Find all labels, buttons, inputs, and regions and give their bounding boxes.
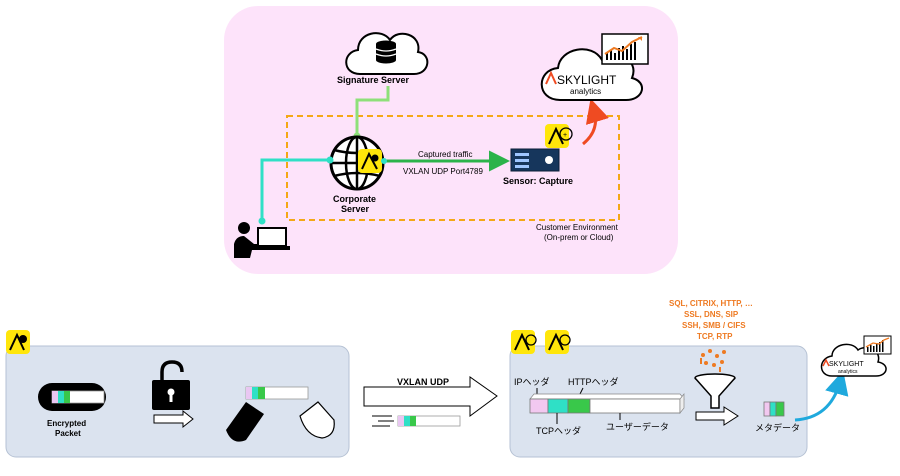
yellow-badge-icon — [358, 149, 382, 173]
vxlan-udp-arrow — [363, 376, 498, 417]
signature-server-cloud-icon — [345, 32, 429, 75]
corporate-server-label-1: Corporate — [333, 194, 376, 204]
right-arrow-funnel-icon — [695, 406, 739, 426]
customer-env-label-1: Customer Environment — [536, 223, 619, 232]
svg-text:+: + — [563, 132, 567, 139]
skylight-brand-top: SKYLIGHT — [557, 73, 617, 87]
user-laptop-icon — [234, 222, 290, 258]
metadata-icon — [763, 401, 785, 417]
protocol-line-1: SQL, CITRIX, HTTP, … — [669, 299, 753, 308]
metadata-label: メタデータ — [755, 422, 800, 433]
skylight-sub-top: analytics — [570, 87, 601, 96]
user-link — [260, 158, 330, 221]
database-icon — [375, 40, 397, 64]
signature-server-label: Signature Server — [337, 75, 410, 85]
metadata-to-skylight-arrow — [794, 370, 849, 422]
protocol-line-3: SSH, SMB / CIFS — [682, 321, 746, 330]
vxlan-port-label: VXLAN UDP Port4789 — [403, 167, 483, 176]
unlock-icon — [152, 360, 190, 410]
corporate-server-label-2: Server — [341, 204, 370, 214]
encrypted-label-2: Packet — [55, 429, 81, 438]
sensor-badge-bottom-2-icon — [545, 330, 571, 354]
encrypted-packet-icon — [38, 383, 106, 411]
right-arrow-small-icon — [153, 409, 194, 429]
sensor-capture-label: Sensor: Capture — [503, 176, 573, 186]
corporate-badge-icon — [6, 330, 30, 354]
signature-link — [355, 86, 390, 136]
capsule-half-white-icon — [299, 401, 335, 439]
sensor-to-skylight-arrow — [582, 98, 609, 146]
sensor-badge-bottom-1-icon — [511, 330, 537, 354]
customer-environment-box — [286, 115, 620, 221]
packet-headers-icon — [529, 393, 685, 414]
skylight-brand-bottom: SKYLIGHT — [829, 361, 864, 368]
decrypted-packet-icon — [245, 386, 309, 400]
user-data-label: ユーザーデータ — [606, 421, 669, 432]
filter-funnel-icon — [694, 373, 736, 409]
encrypted-label-1: Encrypted — [47, 419, 86, 428]
chart-growth-icon — [601, 33, 649, 65]
falling-dots-icon — [700, 349, 726, 372]
tcp-header-label: TCPヘッダ — [536, 425, 581, 436]
captured-traffic-label: Captured traffic — [418, 150, 473, 159]
vxlan-udp-label: VXLAN UDP — [397, 377, 449, 387]
capsule-half-black-icon — [226, 402, 264, 442]
vxlan-packet-icon — [372, 415, 461, 427]
protocol-line-2: SSL, DNS, SIP — [684, 310, 739, 319]
sensor-badge-icon: + — [545, 124, 573, 148]
chart-growth-small-icon — [863, 335, 892, 355]
ip-header-label: IPヘッダ — [514, 376, 550, 387]
skylight-sub-bottom: analytics — [838, 369, 858, 375]
customer-env-label-2: (On-prem or Cloud) — [544, 233, 614, 242]
http-header-label: HTTPヘッダ — [568, 376, 619, 387]
sensor-device-icon — [510, 148, 560, 172]
protocol-line-4: TCP, RTP — [697, 332, 733, 341]
